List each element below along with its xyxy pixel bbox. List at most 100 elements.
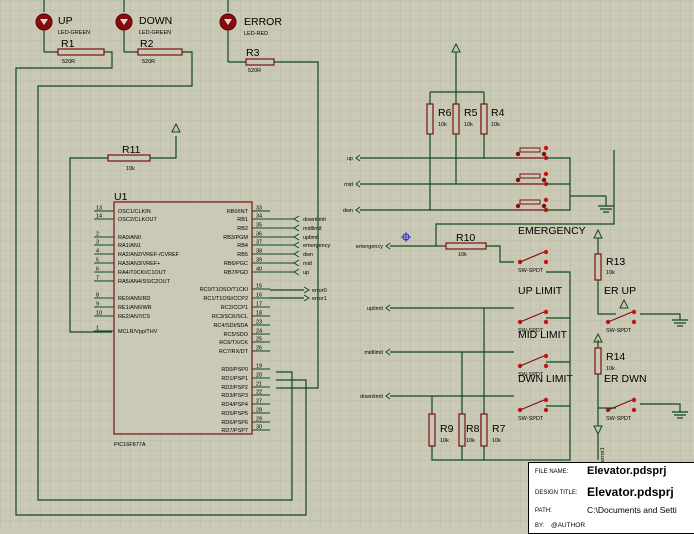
mcu-right-pin-num: 16 [256, 293, 262, 299]
ground-top [598, 205, 614, 213]
right-net-label: up [347, 156, 353, 162]
mcu-net-label: downlimit [303, 217, 326, 223]
right-net-label: mid [344, 182, 353, 188]
mcu-left-pin-name: RA5/AN4/SS/C2OUT [118, 279, 171, 285]
right-net-label: midlimit [364, 350, 383, 356]
r10-ref: R10 [456, 232, 475, 244]
mcu-right-pin-num: 25 [256, 337, 262, 343]
file-name-label: FILE NAME: [535, 469, 569, 475]
r11-ref: R11 [122, 144, 141, 156]
mcu-right-pin-num: 26 [256, 346, 262, 352]
design-title-value: Elevator.pdsprj [587, 485, 674, 499]
mcu-right-pin-num: 18 [256, 311, 262, 317]
error0-label: error0 [312, 288, 327, 294]
r13-ref: R13 [606, 256, 625, 268]
mcu-right-pin-num: 37 [256, 240, 262, 246]
mcu-right-pin-name: RB5 [237, 252, 248, 258]
mcu-right-pin-name: RC7/RX/DT [219, 349, 249, 355]
mcu-net-label: dwn [303, 252, 313, 258]
mcu-right-pin-num: 17 [256, 302, 262, 308]
mcu-right-pin-name: RD3/PSP3 [221, 393, 248, 399]
mcu-left-pin-num: 14 [96, 214, 102, 220]
mcu-right-pin-num: 15 [256, 284, 262, 290]
author-value: @AUTHOR [551, 522, 586, 529]
switch-title: DWN LIMIT [518, 373, 573, 385]
error-labels: error0 error1 [270, 286, 327, 302]
led-error-ref: ERROR [244, 16, 282, 28]
mcu-right-pin-num: 38 [256, 249, 262, 255]
vertical-error1-label: error1 [600, 447, 606, 462]
mcu-left-pin-num: 10 [96, 311, 102, 317]
mcu-right-pin-num: 24 [256, 329, 262, 335]
mcu-left-pin-name: RA3/AN3/VREF+ [118, 261, 160, 267]
switch-type: SW-SPDT [606, 328, 632, 334]
mcu-right-pin-name: RC1/T1OSI/CCP2 [203, 296, 248, 302]
ground-right-1 [672, 319, 688, 327]
r6-value: 10k [438, 122, 447, 128]
mcu-u1[interactable]: U1 PIC16F877A 13OSC1/CLKIN14OSC2/CLKOUT2… [94, 191, 270, 448]
pushbutton-mid[interactable] [514, 171, 549, 187]
mcu-left-pin-name: RA1/AN1 [118, 243, 141, 249]
right-net-label: uplimit [367, 306, 383, 312]
path-label: PATH: [535, 508, 552, 514]
mcu-right-pin-name: RC3/SCK/SCL [212, 314, 248, 320]
led-up-ref: UP [58, 15, 73, 27]
resistor-r6[interactable]: R6 10k [426, 103, 452, 135]
mcu-left-pin-num: 7 [96, 276, 99, 282]
design-title-label: DESIGN TITLE: [535, 490, 578, 496]
mcu-right-pin-num: 36 [256, 232, 262, 238]
r2-ref: R2 [140, 38, 154, 50]
led-up[interactable]: UP LED-GREEN [35, 0, 90, 53]
mcu-left-pin-name: MCLR/Vpp/THV [118, 329, 158, 335]
resistor-r13[interactable]: R13 10k [594, 253, 625, 281]
r11-value: 10k [126, 166, 135, 172]
power-arrow-r14 [619, 298, 629, 309]
mcu-right-pin-name: RD1/PSP1 [221, 376, 248, 382]
mcu-right-pin-num: 39 [256, 258, 262, 264]
switch-title: EMERGENCY [518, 225, 586, 237]
mcu-right-pin-num: 19 [256, 364, 262, 370]
mcu-right-pin-num: 22 [256, 390, 262, 396]
switch-title: ER DWN [604, 373, 647, 385]
mcu-right-pin-name: RC4/SDI/SDA [213, 323, 248, 329]
r7-value: 10k [492, 438, 501, 444]
r14-value: 10k [606, 366, 615, 372]
led-down-type: LED-GREEN [139, 30, 171, 36]
mcu-right-pin-name: RB2 [237, 226, 248, 232]
mcu-right-pin-name: RB4 [237, 243, 248, 249]
resistor-r3[interactable]: R3 520R [245, 47, 275, 74]
mcu-right-pin-num: 21 [256, 382, 262, 388]
pushbutton-up[interactable] [514, 145, 549, 161]
mcu-right-pin-name: RD5/PSP5 [221, 411, 248, 417]
r8-value: 10k [466, 438, 475, 444]
mcu-right-pin-num: 40 [256, 267, 262, 273]
mcu-net-label: emergency [303, 243, 330, 249]
led-error[interactable]: ERROR LED-RED [219, 0, 282, 63]
power-arrow-r11 [171, 122, 181, 133]
right-net-label: emergency [356, 244, 383, 250]
led-down[interactable]: DOWN LED-GREEN [115, 0, 172, 53]
mcu-left-pin-num: 9 [96, 302, 99, 308]
mcu-ref: U1 [114, 191, 128, 203]
mcu-right-pin-name: RB0/INT [227, 209, 249, 215]
mcu-left-pin-num: 4 [96, 249, 99, 255]
r5-value: 10k [464, 122, 473, 128]
switch-type: SW-SPDT [518, 328, 544, 334]
mcu-left-pin-name: OSC1/CLKIN [118, 209, 151, 215]
led-error-type: LED-RED [244, 31, 268, 37]
switch-type: SW-SPDT [518, 372, 544, 378]
pushbutton-dwn[interactable] [514, 197, 549, 213]
right-net-label: downlimit [360, 394, 383, 400]
mcu-right-pin-name: RD4/PSP4 [221, 402, 248, 408]
r6-ref: R6 [438, 107, 452, 119]
resistor-r5[interactable]: R5 10k [452, 103, 478, 135]
mcu-right-pin-num: 27 [256, 399, 262, 405]
r13-value: 10k [606, 270, 615, 276]
title-block: FILE NAME: Elevator.pdsprj DESIGN TITLE:… [528, 462, 694, 534]
